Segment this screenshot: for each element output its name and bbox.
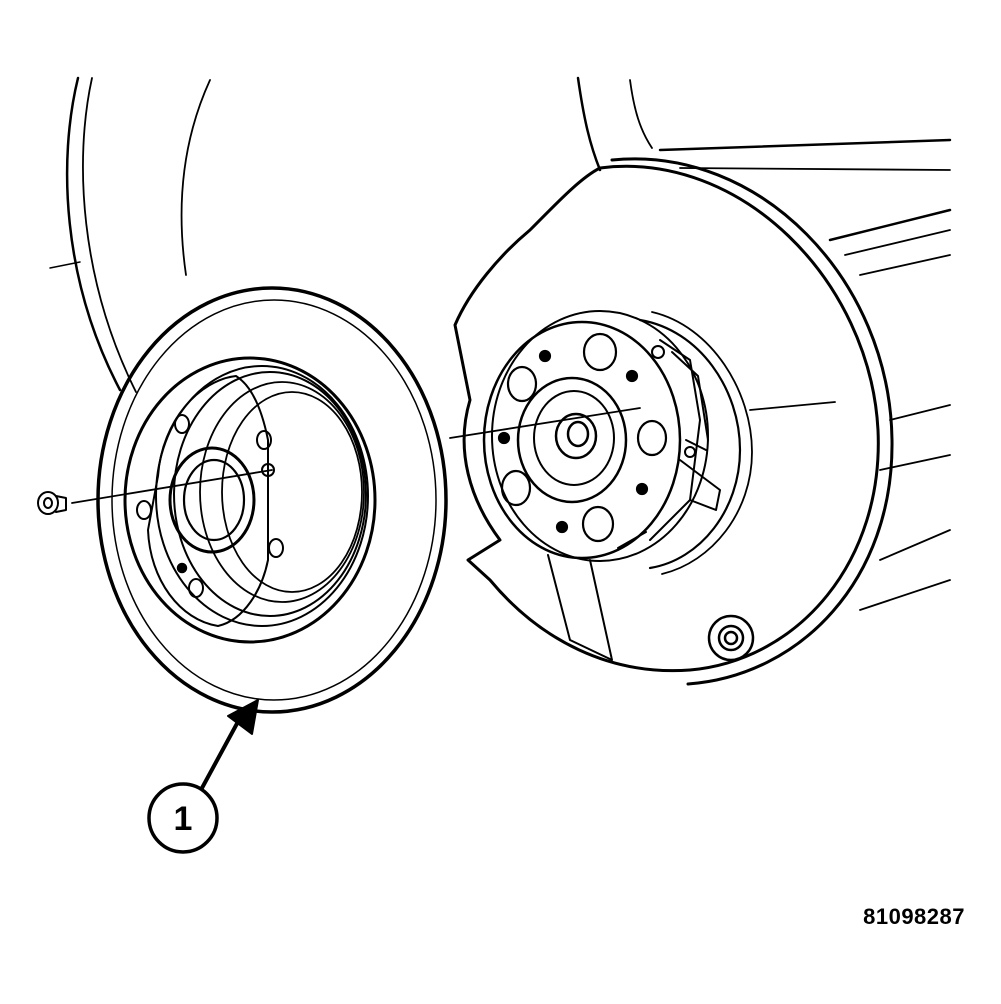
- alignment-lines: [71, 407, 641, 504]
- hub-stud-holes: [497, 332, 668, 543]
- brake-rotor: [96, 286, 448, 714]
- callout-arrow: [200, 699, 259, 790]
- rotor-retaining-screw: [37, 491, 67, 515]
- tire-outline: [49, 76, 952, 611]
- dust-shield: [453, 157, 894, 686]
- callout-circle: [147, 782, 219, 854]
- caliper-bracket: [617, 339, 721, 549]
- callout-number: 1: [174, 800, 193, 838]
- shield-nut: [707, 614, 755, 662]
- hub-flange: [482, 310, 753, 575]
- hub-center: [516, 376, 628, 504]
- figure-id: 81098287: [863, 904, 965, 929]
